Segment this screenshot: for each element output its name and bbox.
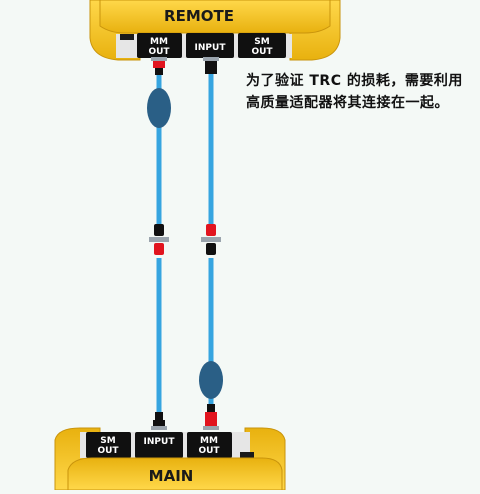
right-bottom-ferrule	[203, 426, 219, 430]
main-mm-out-label-2: OUT	[198, 446, 220, 456]
remote-port-sm-out[interactable]	[238, 33, 286, 58]
left-mandrel[interactable]	[147, 88, 171, 128]
main-port-sm-out[interactable]	[86, 432, 131, 458]
remote-input-label: INPUT	[195, 43, 227, 53]
main-title: MAIN	[149, 467, 194, 485]
left-top-ferrule	[151, 57, 167, 61]
remote-mm-out-label-2: OUT	[148, 47, 170, 57]
right-fiber-path	[199, 57, 223, 430]
main-panel-notch	[240, 452, 254, 458]
left-bottom-ferrule	[151, 426, 167, 430]
remote-port-mm-out[interactable]	[137, 33, 182, 58]
main-mm-out-label-1: MM	[200, 436, 218, 446]
main-sm-out-label-2: OUT	[97, 446, 119, 456]
remote-body	[99, 0, 331, 34]
left-adapter-body[interactable]	[149, 237, 169, 242]
main-port-input[interactable]	[135, 432, 183, 458]
left-fiber-path	[147, 57, 171, 430]
right-top-ferrule	[203, 57, 219, 61]
remote-title: REMOTE	[164, 7, 234, 25]
left-bottom-boot	[155, 412, 163, 420]
left-adapter-lower-red	[154, 243, 164, 255]
left-bottom-connector	[153, 420, 165, 426]
right-adapter-lower-black	[206, 243, 216, 255]
remote-sm-out-label-2: OUT	[251, 47, 273, 57]
right-mandrel[interactable]	[199, 361, 223, 399]
remote-panel-notch	[120, 34, 134, 40]
right-top-connector	[205, 61, 217, 74]
remote-port-input[interactable]	[186, 33, 234, 58]
remote-mm-out-label-1: MM	[150, 37, 168, 47]
caption-text: 为了验证 TRC 的损耗，需要利用高质量适配器将其连接在一起。	[246, 73, 463, 111]
right-adapter-upper-red	[206, 224, 216, 236]
main-body	[67, 457, 283, 491]
right-bottom-connector-red	[205, 412, 217, 426]
right-adapter-body[interactable]	[201, 237, 221, 242]
remote-sm-out-label-1: SM	[254, 37, 269, 47]
main-port-mm-out[interactable]	[187, 432, 232, 458]
left-adapter-upper-black	[154, 224, 164, 236]
left-top-connector-red	[153, 61, 165, 68]
main-unit: SM OUT INPUT MM OUT MAIN	[54, 427, 286, 491]
main-input-label: INPUT	[144, 437, 176, 447]
left-top-boot	[155, 68, 163, 75]
main-sm-out-label-1: SM	[100, 436, 115, 446]
right-bottom-boot	[207, 404, 215, 412]
remote-unit: REMOTE MM OUT INPUT SM OUT	[89, 0, 341, 61]
